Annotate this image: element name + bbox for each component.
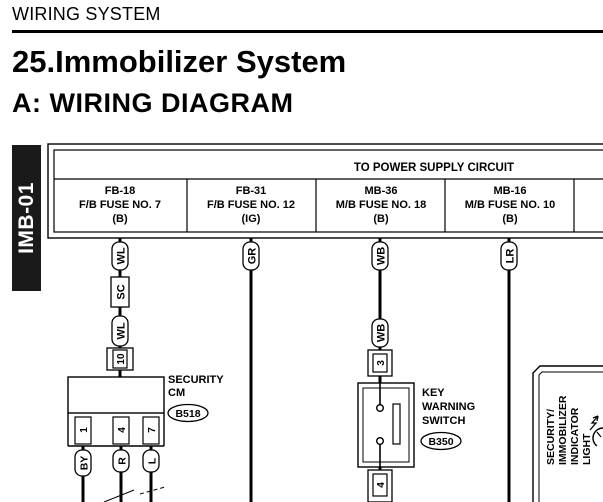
power-supply-inner [53, 149, 603, 233]
fuse-circuit: (IG) [242, 213, 261, 225]
svg-text:1: 1 [79, 427, 90, 433]
indicator-light-name: IMMOBILIZER [557, 395, 569, 465]
fuse-circuit: (B) [112, 213, 128, 225]
fuse-code: MB-16 [493, 185, 526, 197]
fuse-name: F/B FUSE NO. 7 [79, 199, 161, 211]
key-warning-switch-name: KEY [422, 387, 445, 399]
wire-label-by: BY [74, 449, 92, 477]
wire-label-l: L [142, 449, 160, 473]
key-warning-switch-name: SWITCH [422, 415, 465, 427]
svg-text:WL: WL [116, 322, 128, 339]
svg-text:WB: WB [376, 324, 388, 342]
security-cm-connector-badge [167, 403, 209, 423]
key-warning-switch-body [357, 382, 415, 468]
security-cm-pin-4 [112, 416, 130, 445]
switch-contact [376, 437, 385, 446]
fuse-name: F/B FUSE NO. 12 [207, 199, 295, 211]
wire-label-wb: WB [371, 318, 389, 348]
security-cm-name: SECURITY [168, 374, 224, 386]
header-rule [12, 30, 603, 33]
fuse-code: FB-18 [105, 185, 136, 197]
fuse-mb-36: MB-36 M/B FUSE NO. 18 (B) [336, 185, 426, 225]
svg-text:LR: LR [505, 249, 517, 264]
power-supply-label: TO POWER SUPPLY CIRCUIT [354, 162, 514, 174]
security-cm-pin-1 [74, 416, 92, 445]
wire-label-wl: WL [111, 241, 129, 271]
security-cm-connector-id: B518 [175, 408, 200, 420]
switch-contact [376, 404, 385, 413]
security-cm-body [67, 376, 165, 414]
section-header: WIRING SYSTEM [12, 4, 161, 24]
fuse-circuit: (B) [373, 213, 389, 225]
wire-label-gr: GR [242, 241, 260, 271]
fuse-code: MB-36 [364, 185, 397, 197]
fuse-fb-31: FB-31 F/B FUSE NO. 12 (IG) [207, 185, 295, 225]
wire-connector-sc: SC [110, 276, 130, 308]
wire-label-wb: WB [371, 241, 389, 271]
fuse-code: FB-31 [236, 185, 267, 197]
wire-label-r: R [112, 449, 130, 473]
indicator-light: SECURITY/ IMMOBILIZER INDICATOR LIGHT [532, 365, 603, 502]
fuse-name: M/B FUSE NO. 18 [336, 199, 426, 211]
indicator-light-name: INDICATOR [569, 407, 581, 465]
svg-text:WB: WB [376, 247, 388, 265]
page-tab: IMB-01 [12, 145, 41, 291]
security-cm-pin: 10 [116, 353, 127, 365]
indicator-light-name: LIGHT [581, 433, 593, 465]
svg-text:BY: BY [79, 456, 91, 471]
switch-actuator [392, 403, 401, 445]
svg-text:GR: GR [247, 248, 259, 265]
page-subtitle: A: WIRING DIAGRAM [12, 88, 294, 118]
key-warning-switch-connector-id: B350 [428, 436, 453, 448]
key-warning-switch: 3 4 KEY WARNING SWITCH B350 [357, 349, 475, 502]
key-warning-switch-pin: 4 [376, 482, 387, 488]
svg-text:WL: WL [116, 247, 128, 264]
svg-text:SC: SC [116, 284, 128, 299]
power-supply-outer [47, 143, 603, 239]
svg-text:R: R [117, 457, 129, 465]
svg-text:4: 4 [117, 427, 128, 433]
wire-label-wl: WL [111, 315, 129, 347]
svg-text:L: L [147, 457, 159, 464]
page-title: 25.Immobilizer System [12, 44, 347, 79]
indicator-light-name: SECURITY/ [545, 409, 557, 465]
fuse-mb-16: MB-16 M/B FUSE NO. 10 (B) [465, 185, 555, 225]
fuse-fb-18: FB-18 F/B FUSE NO. 7 (B) [79, 185, 161, 225]
key-warning-switch-name: WARNING [422, 401, 475, 413]
fuse-name: M/B FUSE NO. 10 [465, 199, 555, 211]
security-cm-name: CM [168, 387, 185, 399]
wire-bend-dashed [139, 486, 166, 495]
security-cm-pin-7 [142, 416, 160, 445]
wire-label-lr: LR [500, 241, 518, 271]
key-warning-switch-pin: 3 [376, 360, 387, 366]
light-ray-icon [589, 415, 599, 431]
svg-text:7: 7 [147, 427, 158, 433]
key-warning-switch-connector-badge [420, 431, 462, 451]
wire-bend [103, 489, 135, 502]
security-cm: 10 1 4 7 SECURITY CM B518 [67, 347, 224, 447]
bulb-icon [592, 427, 603, 447]
fuse-circuit: (B) [502, 213, 518, 225]
